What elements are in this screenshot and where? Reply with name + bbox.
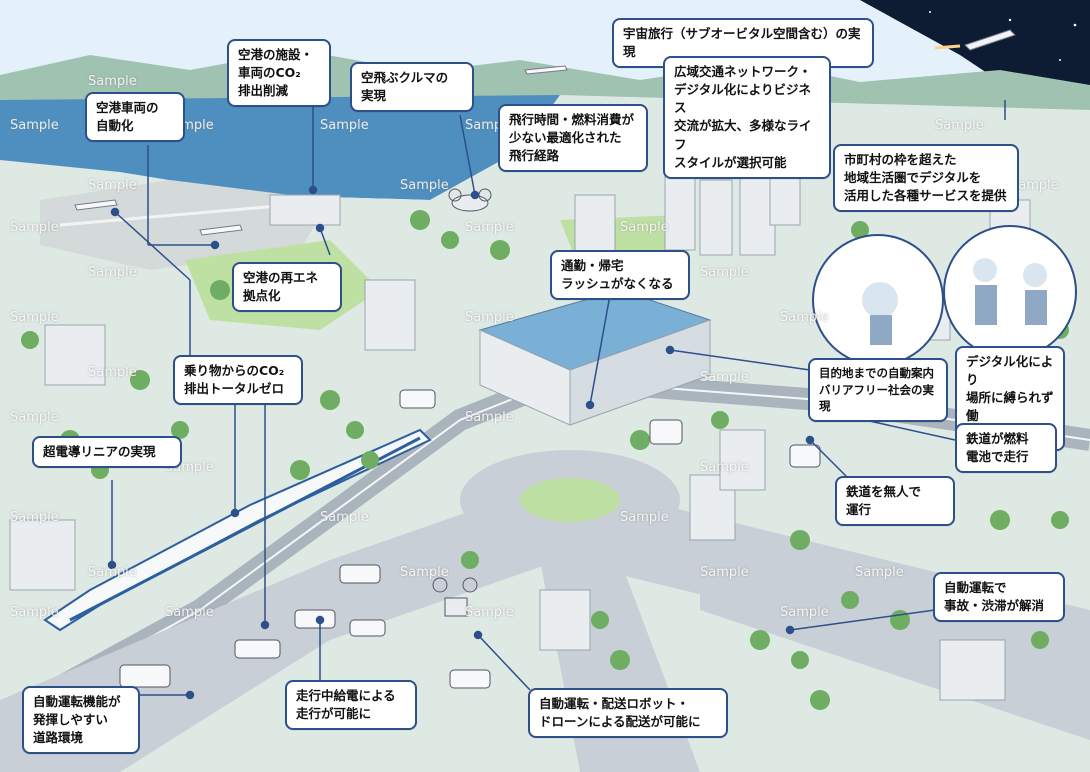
space-sky: [860, 0, 1090, 140]
flying-car: [448, 188, 492, 212]
maglev-train: [43, 428, 432, 632]
callout-wireless-charging: 走行中給電による 走行が可能に: [285, 680, 417, 731]
trees: [21, 210, 1069, 710]
callout-flying-car: 空飛ぶクルマの 実現: [350, 62, 474, 113]
delivery-drone: [432, 577, 478, 617]
callout-flight-route: 飛行時間・燃料消費が 少ない最適化された 飛行経路: [498, 104, 648, 173]
callout-airport-renewable: 空港の再エネ 拠点化: [232, 262, 342, 313]
callout-vehicle-co2-zero: 乗り物からのCO₂ 排出トータルゼロ: [173, 355, 303, 406]
callout-unmanned-rail: 鉄道を無人で 運行: [835, 476, 955, 527]
callout-auto-drive-accident: 自動運転で 事故・渋滞が解消: [933, 572, 1065, 623]
space-plane: [934, 29, 1016, 51]
callout-road-environment: 自動運転機能が 発揮しやすい 道路環境: [22, 686, 140, 755]
inset-digital-work: [943, 225, 1077, 359]
callout-maglev: 超電導リニアの実現: [32, 436, 182, 469]
callout-delivery-robot: 自動運転・配送ロボット・ ドローンによる配送が可能に: [528, 688, 728, 739]
callout-airport-vehicle-auto: 空港車両の 自動化: [85, 92, 185, 143]
callout-airport-co2: 空港の施設・ 車両のCO₂ 排出削減: [227, 39, 331, 108]
callout-fuel-cell-rail: 鉄道が燃料 電池で走行: [955, 423, 1057, 474]
callout-municipal-services: 市町村の枠を超えた 地域生活圏でデジタルを 活用した各種サービスを提供: [833, 144, 1019, 213]
vehicles: [119, 389, 821, 689]
callout-rush-hour: 通勤・帰宅 ラッシュがなくなる: [550, 250, 690, 301]
airplanes: [74, 65, 568, 236]
main-road: [0, 480, 1090, 772]
callout-barrier-free: 目的地までの自動案内 バリアフリー社会の実現: [808, 358, 948, 423]
callout-wide-network: 広域交通ネットワーク・ デジタル化によりビジネス 交流が拡大、多様なライフ スタ…: [663, 56, 831, 179]
